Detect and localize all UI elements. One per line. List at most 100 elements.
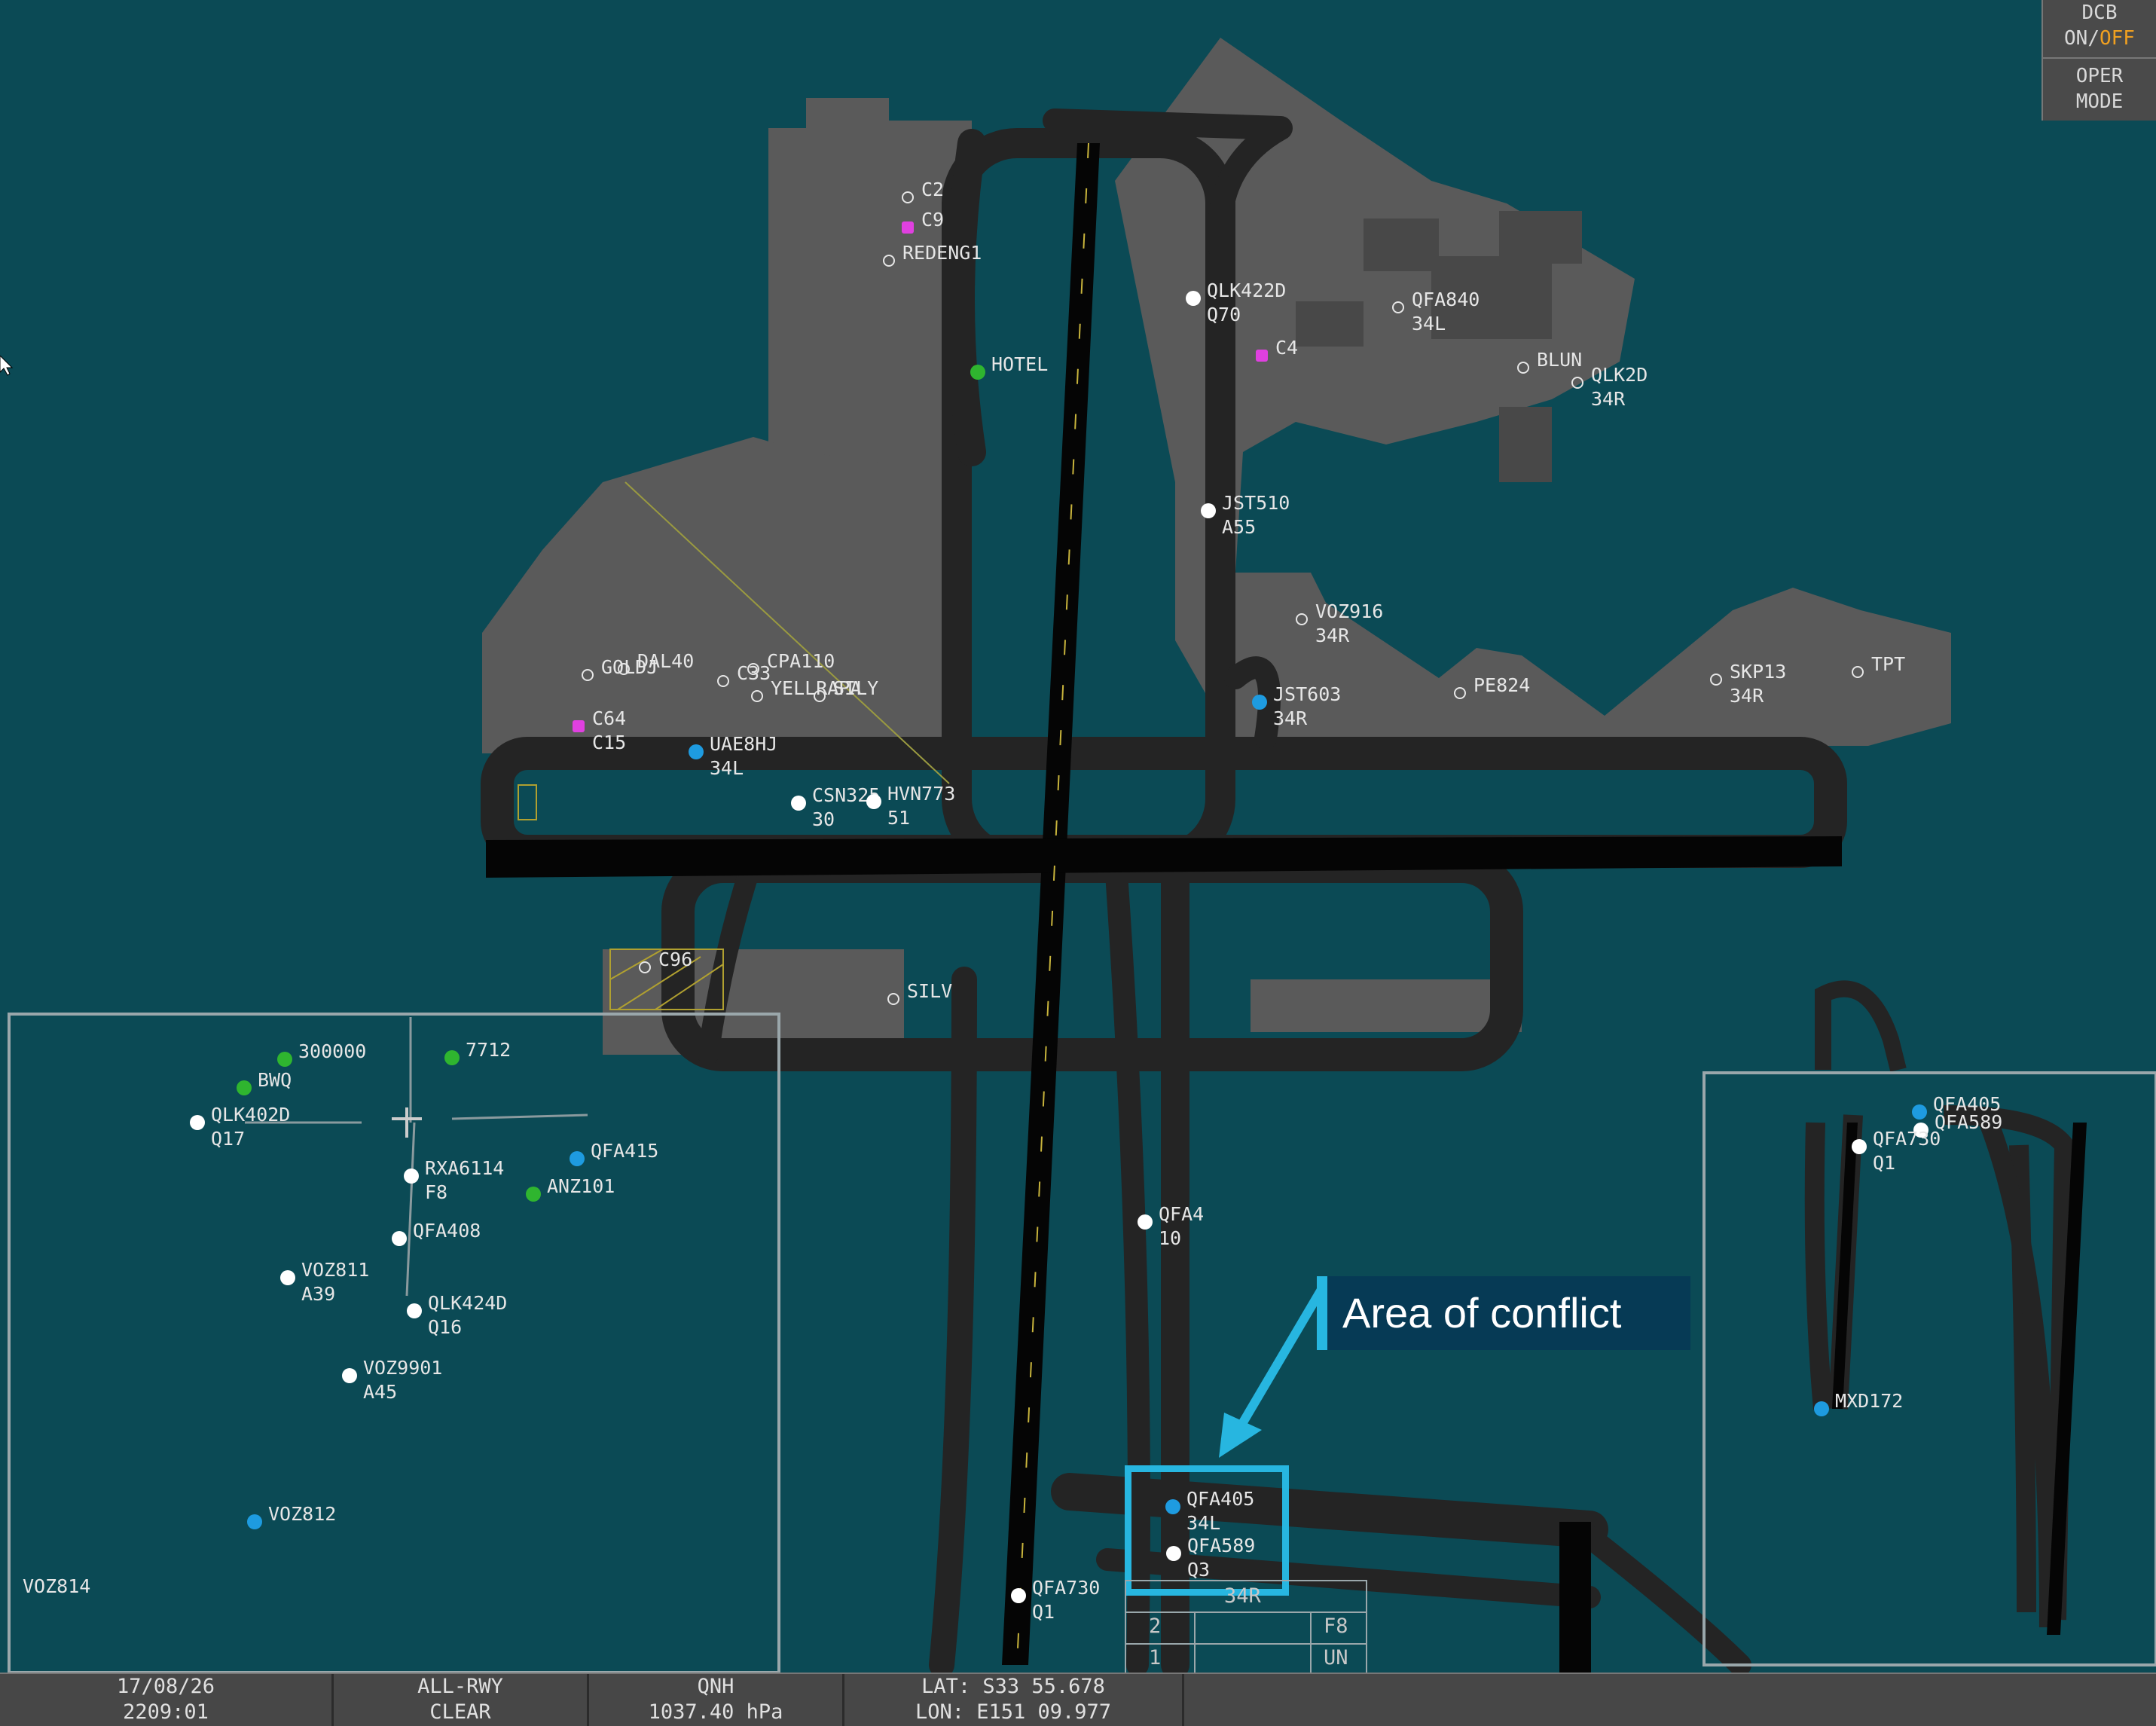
aircraft-target-icon[interactable]	[444, 1050, 460, 1065]
aircraft-label[interactable]: BWQ	[258, 1068, 292, 1092]
aircraft-label[interactable]: BLUN	[1537, 348, 1582, 372]
target-ring-icon[interactable]	[814, 690, 826, 702]
target-ring-icon[interactable]	[639, 961, 651, 973]
aerodrome-map[interactable]	[0, 0, 2156, 1673]
oper-mode-button[interactable]: OPER MODE	[2043, 59, 2156, 115]
aircraft-target-icon[interactable]	[1852, 1139, 1867, 1154]
target-ring-icon[interactable]	[751, 690, 763, 702]
dcb-toggle-button[interactable]: DCB ON/OFF	[2043, 0, 2156, 59]
target-ring-icon[interactable]	[717, 675, 729, 687]
aircraft-label[interactable]: QFA408	[413, 1219, 481, 1243]
target-marker-icon[interactable]	[1256, 350, 1268, 362]
aircraft-label[interactable]: QFA589	[1935, 1110, 2002, 1135]
target-ring-icon[interactable]	[1392, 301, 1404, 313]
aircraft-target-icon[interactable]	[1186, 291, 1201, 306]
aircraft-label[interactable]: VOZ814	[23, 1575, 90, 1599]
target-ring-icon[interactable]	[1852, 666, 1864, 678]
aircraft-label[interactable]: QFA405	[1933, 1092, 2001, 1117]
aircraft-label[interactable]: VOZ812	[268, 1502, 336, 1526]
aircraft-label[interactable]: 7712	[466, 1038, 511, 1062]
aircraft-target-icon[interactable]	[407, 1303, 422, 1318]
aircraft-target-icon[interactable]	[1201, 503, 1216, 518]
target-ring-icon[interactable]	[902, 191, 914, 203]
aircraft-label[interactable]: TPT	[1871, 652, 1905, 677]
aircraft-label[interactable]: C2	[921, 178, 944, 202]
aircraft-label[interactable]: HOTEL	[991, 353, 1048, 377]
aircraft-target-icon[interactable]	[1814, 1401, 1829, 1416]
aircraft-label[interactable]: DAL40	[637, 649, 694, 674]
aircraft-target-icon[interactable]	[1912, 1104, 1927, 1120]
aircraft-target-icon[interactable]	[392, 1231, 407, 1246]
aircraft-label[interactable]: ANZ101	[547, 1175, 615, 1199]
aircraft-label[interactable]: MXD172	[1835, 1389, 1903, 1413]
aircraft-label[interactable]: SILV	[907, 979, 952, 1004]
aircraft-target-icon[interactable]	[1913, 1123, 1928, 1138]
aircraft-target-icon[interactable]	[1138, 1214, 1153, 1230]
aircraft-target-icon[interactable]	[1165, 1499, 1180, 1514]
target-ring-icon[interactable]	[747, 663, 759, 675]
aircraft-target-icon[interactable]	[570, 1151, 585, 1166]
target-marker-icon[interactable]	[573, 720, 585, 732]
aircraft-label[interactable]: PE824	[1473, 674, 1530, 698]
aircraft-label[interactable]: C9	[921, 208, 944, 232]
aircraft-target-icon[interactable]	[791, 796, 806, 811]
aircraft-target-icon[interactable]	[866, 794, 881, 809]
runway-mode-cell[interactable]: ALL-RWY CLEAR	[334, 1674, 589, 1726]
latitude-text: LAT: S33 55.678	[921, 1675, 1105, 1698]
aircraft-target-icon[interactable]	[190, 1115, 205, 1130]
aircraft-label[interactable]: C96	[658, 948, 692, 972]
aircraft-target-icon[interactable]	[342, 1368, 357, 1383]
aircraft-label[interactable]: GOLDJ	[601, 655, 658, 680]
aircraft-target-icon[interactable]	[970, 365, 985, 380]
target-marker-icon[interactable]	[902, 221, 914, 234]
aircraft-target-icon[interactable]	[404, 1168, 419, 1184]
aircraft-label[interactable]: REDENG1	[902, 241, 982, 265]
aircraft-label[interactable]: C33	[737, 661, 771, 686]
aircraft-target-icon[interactable]	[689, 744, 704, 759]
aircraft-label[interactable]: C4	[1275, 336, 1298, 360]
target-ring-icon[interactable]	[1454, 687, 1466, 699]
target-ring-icon[interactable]	[883, 255, 895, 267]
aircraft-label[interactable]: QFA415	[591, 1139, 658, 1163]
aircraft-target-icon[interactable]	[526, 1187, 541, 1202]
target-ring-icon[interactable]	[1571, 377, 1583, 389]
target-ring-icon[interactable]	[1517, 362, 1529, 374]
aircraft-target-icon[interactable]	[280, 1270, 295, 1285]
aircraft-target-icon[interactable]	[277, 1052, 292, 1067]
target-ring-icon[interactable]	[582, 669, 594, 681]
target-ring-icon[interactable]	[1296, 613, 1308, 625]
target-ring-icon[interactable]	[618, 663, 630, 675]
aircraft-label[interactable]: SILY	[833, 677, 878, 701]
aircraft-target-icon[interactable]	[1011, 1588, 1026, 1603]
aircraft-target-icon[interactable]	[237, 1080, 252, 1095]
aircraft-target-icon[interactable]	[247, 1514, 262, 1529]
aircraft-target-icon[interactable]	[1166, 1546, 1181, 1561]
aircraft-label[interactable]: CPA110	[767, 649, 835, 674]
aircraft-label[interactable]: 300000	[298, 1040, 366, 1064]
target-ring-icon[interactable]	[887, 993, 899, 1005]
target-ring-icon[interactable]	[1710, 674, 1722, 686]
aircraft-target-icon[interactable]	[1252, 695, 1267, 710]
